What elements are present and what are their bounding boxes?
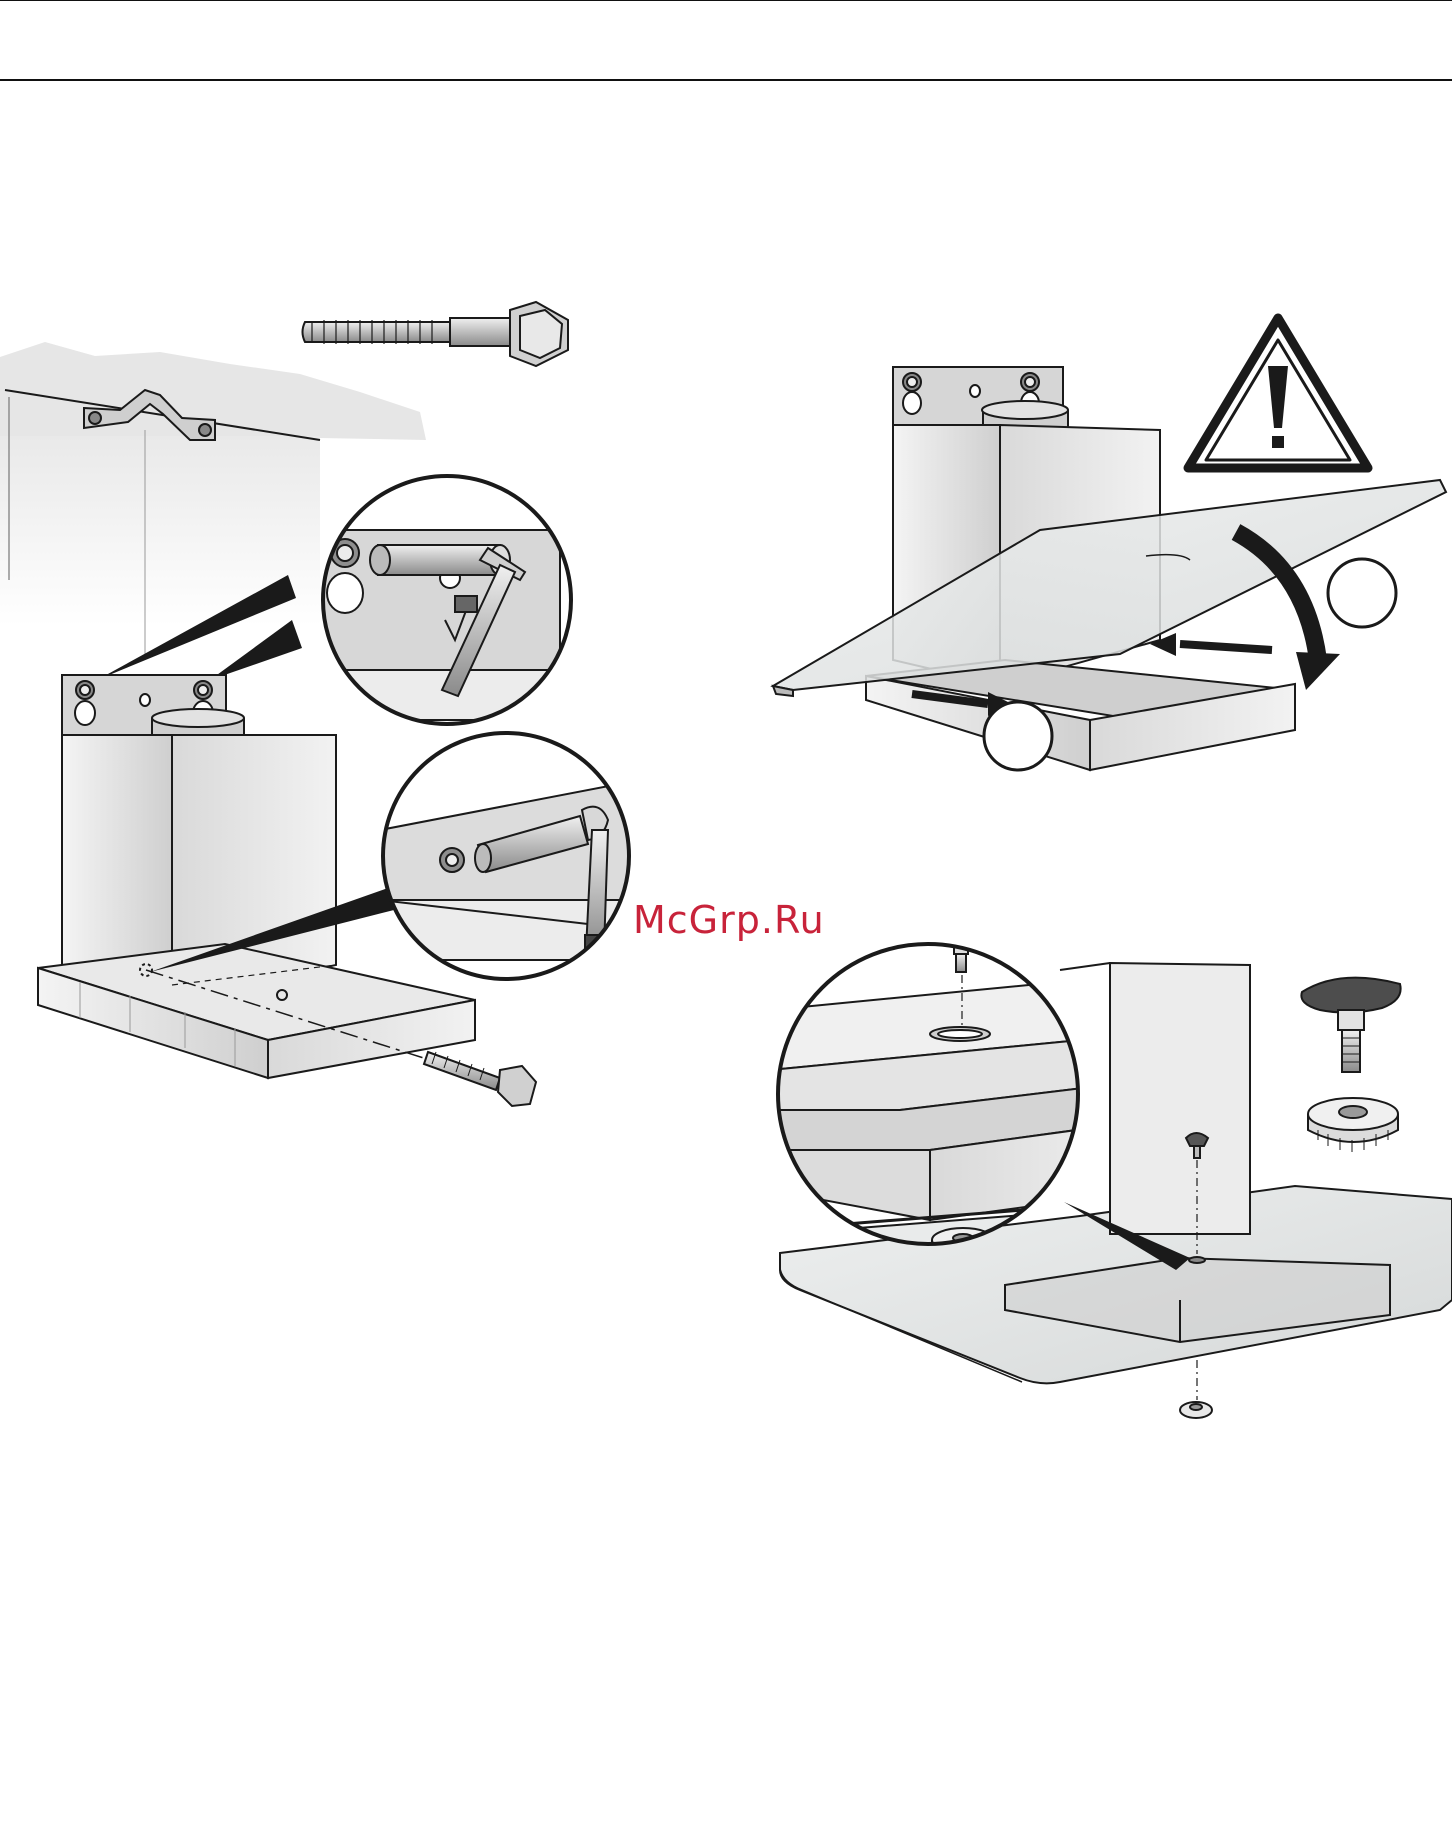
step-number-circle-2 [984, 702, 1052, 770]
watermark-text: McGrp.Ru [633, 898, 825, 942]
detail-circle-top-bolts [300, 476, 571, 724]
detail-circle-bottom-bolt [380, 733, 640, 979]
long-screw-illustration [303, 302, 569, 366]
step-number-circle-1 [1328, 559, 1396, 627]
short-screw-illustration [424, 1052, 536, 1106]
warning-triangle-icon [1188, 318, 1368, 468]
